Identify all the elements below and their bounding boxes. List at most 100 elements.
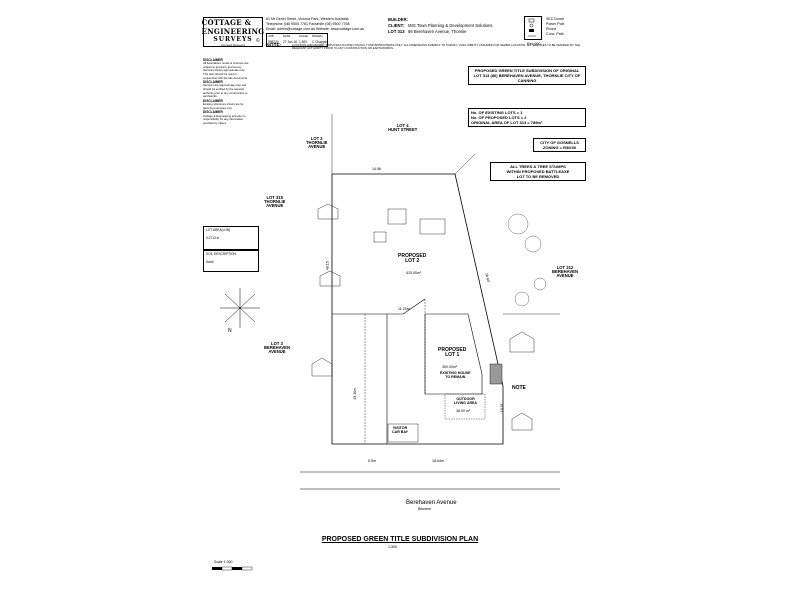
north-arrow-icon [220,288,260,328]
lot-label: LOT 313 [388,29,405,34]
side-note-text-1: Services are approximate only and should… [203,83,248,99]
lot4-label: LOT 4 HUNT STREET [388,123,418,133]
outdoor-living-area: 38.00 m² [456,409,471,413]
lot315-label: LOT 315 THORNLIE AVENUE [264,195,286,209]
main-title-sub: 1:300 [388,545,397,549]
side-note-text-2: Existing structures shown are for planni… [203,102,244,110]
car-bay-label: VISITOR CAR BAY [392,426,409,434]
builder-label: BUILDER: [388,17,409,22]
existing-house-outline [424,313,483,395]
firm-address: 61 Mt Gerlin Street, Victoria Park, West… [266,17,349,21]
proposed-lot1-area: 300.00m² [442,365,458,369]
plan-sheet: COTTAGE & ENGINEERING SURVEYS Licensed S… [200,14,600,574]
neighbour-house-2 [311,357,333,377]
street-surface: Bitumen [418,507,432,511]
side-note-text-3: Cottage & Engineering accepts no respons… [203,113,246,125]
scale-label: SCALE [299,34,309,38]
tree-icon-4 [533,277,547,291]
scale-bar-seg-2 [221,566,233,571]
drawn-value: C Chapple [312,40,328,44]
proposed-lot1-label: PROPOSED LOT 1 [438,347,467,358]
scale-text: Scale 1:300 [214,560,233,564]
company-logo: COTTAGE & ENGINEERING SURVEYS Licensed S… [201,17,265,47]
phone-icon [529,29,534,32]
note-heading: NOTE: [266,43,282,49]
dim-mid: 11.25m [398,307,410,311]
proposed-lot2-label: PROPOSED LOT 2 [398,253,427,264]
tree-icon-1 [507,213,529,235]
copyright-icon: © [256,38,260,44]
shed-outline-3 [373,231,387,243]
lot-area-value: 0.0713 m [206,236,220,240]
description-heading: SOIL DESCRIPTION [206,252,236,256]
site-plan-drawing: N [220,114,560,490]
dim-bottom: 18.64m [432,459,444,463]
zoning-box: CITY OF GOSNELLS ZONING = R30/30 [533,138,586,152]
side-note-heading-0: DISCLAIMER [203,58,223,62]
scale-bar-seg-3 [232,567,242,570]
legend-symbols-svg [528,18,536,37]
disclaimer-text: LOCATION AND NEARBY SERVICES LOCATED VIS… [292,43,580,51]
lot312-label: LOT 312 BEREHAVEN AVENUE [552,265,578,279]
trees-box: ALL TREES & TREE STUMPS WITHIN PROPOSED … [490,162,586,181]
tree-icon-2 [524,235,542,253]
date-value: 27 Jan 16 [283,40,298,44]
neighbour-house-4 [509,331,535,353]
lot-boundary [331,173,504,445]
firm-email: Email: admin@cottage.com.au Website: www… [266,27,365,31]
dim-left-lower: 19.10m [353,387,358,400]
shed-outline-2 [419,218,446,235]
lot-address: 86 Berehaven Avenue, Thornlie [408,29,467,34]
dim-left: 48.15 [325,261,330,271]
logo-sub: Licensed Surveyors [220,42,246,47]
neighbour-line-2 [454,153,476,175]
scale-bar [212,566,253,571]
proposed-lot2-area: 415.00m² [406,271,422,275]
job-info-grid: JOB 998220 DATE 27 Jan 16 SCALE 1:300 DR… [266,33,328,47]
legend-label-0: SEC Dome [546,17,564,21]
neighbour-house-3 [319,270,341,287]
side-notes: DISCLAIMER All boundaries, levels & cont… [203,58,249,125]
shed-outline-1 [387,208,407,225]
legend-label-1: Power Pole [546,22,565,26]
scale-value: 1:300 [299,40,307,44]
main-title: PROPOSED GREEN TITLE SUBDIVISION PLAN [321,536,479,543]
street-name: Berehaven Avenue [406,500,457,506]
north-label: N [228,328,232,334]
job-number: 998220 [268,40,279,44]
client-label: CLIENT: [388,23,405,28]
dim-bottom-left: 5.5m [368,459,376,463]
date-label: DATE [283,34,291,38]
outdoor-living-outline [444,393,486,420]
sec-dome-icon [528,18,535,23]
dim-right-lower: 19.61 [499,403,504,413]
logo-line2: SURVEYS [213,35,253,43]
lot2-thornlie-label: LOT 2 THORNLIE AVENUE [306,136,328,150]
description-value: Sand [206,260,214,264]
client-value: MIG Town Planning & Development Solution… [408,23,493,28]
neighbour-house-5 [511,412,533,431]
description-box: SOIL DESCRIPTION Sand [203,250,259,272]
division-line-diagonal [402,298,426,315]
dim-top: 14.56 [372,167,381,171]
existing-house-label: EXISTING HOUSE TO REMAIN [440,371,471,379]
tree-icon-3 [514,291,530,307]
scale-bar-seg-4 [241,566,253,571]
power-pole-icon [529,23,534,28]
logo-line1: COTTAGE & ENGINEERING [201,17,265,36]
patio-hatched [489,363,503,385]
revision: Rev 000 [527,42,541,46]
lots-count-box: No. OF EXISTING LOTS = 1 No. OF PROPOSED… [468,108,586,127]
side-note-heading-2: DISCLAIMER [203,98,223,103]
subdivision-title-box: PROPOSED GREEN TITLE SUBDIVISION OF ORIG… [468,66,586,85]
firm-phone: Telephone (08) 9500 7781 Facsimile (08) … [266,22,350,26]
plan-note-label: NOTE [512,385,526,391]
scale-bar-seg-1 [212,567,222,570]
legend-label-2: Phone [546,27,557,31]
lot-area-heading: LOT AREA(LON) [206,228,231,232]
car-bay-outline [387,423,419,443]
legend-label-3: Conc. Path [546,32,564,36]
lot-area-box: LOT AREA(LON) 0.0713 m [203,226,259,250]
drawn-label: DRAWN [312,34,323,38]
legend-symbols [524,16,542,40]
